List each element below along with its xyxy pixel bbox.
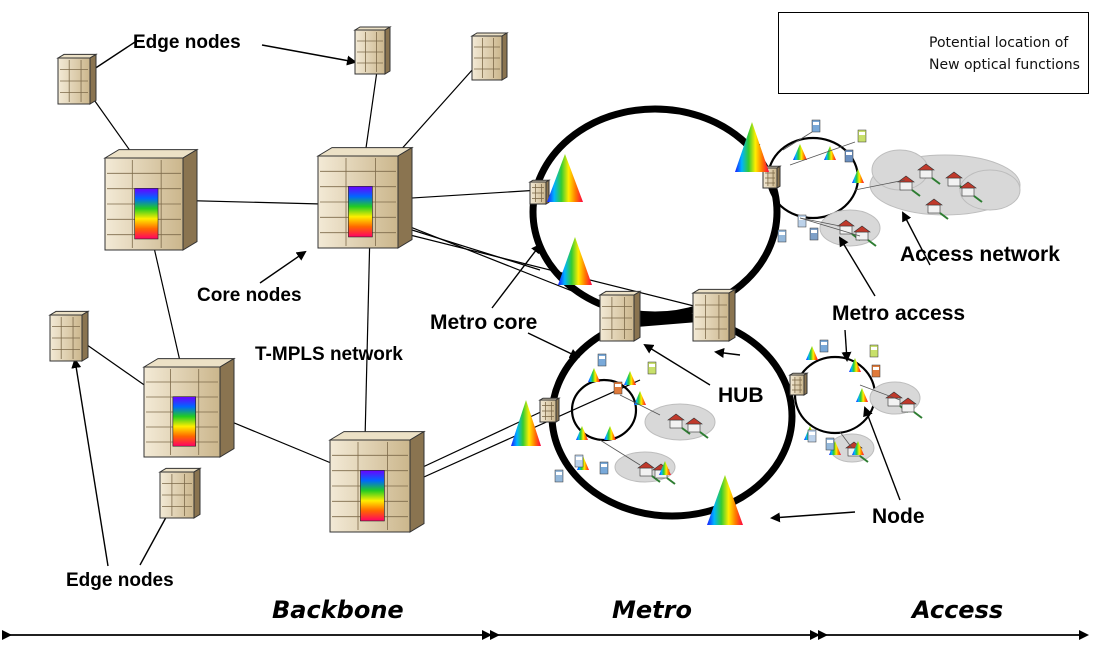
spectrum-bar-icon — [172, 396, 196, 447]
metro-hub-node — [598, 290, 642, 342]
optical-function-triangle-icon — [659, 461, 671, 475]
house-icon — [667, 413, 691, 435]
label-node: Node — [872, 505, 925, 528]
access-device-icon — [825, 437, 835, 451]
access-device-icon — [613, 381, 623, 395]
label-core-nodes: Core nodes — [197, 285, 302, 306]
access-device-icon — [819, 339, 829, 353]
edge-node — [56, 53, 98, 105]
optical-function-triangle-icon — [576, 426, 588, 440]
spectrum-bar-icon — [360, 470, 385, 522]
optical-function-triangle-icon — [735, 122, 769, 172]
optical-function-triangle-icon — [624, 371, 636, 385]
legend-line-2: New optical functions — [929, 57, 1080, 73]
label-tmpls-network: T-MPLS network — [255, 344, 403, 365]
label-access-network: Access network — [900, 243, 1060, 266]
access-device-icon — [797, 214, 807, 228]
optical-function-triangle-icon — [511, 400, 541, 446]
optical-function-triangle-icon — [793, 144, 807, 160]
access-device-icon — [647, 361, 657, 375]
optical-function-triangle-icon — [824, 146, 836, 160]
access-device-icon — [811, 119, 821, 133]
access-device-icon — [599, 461, 609, 475]
metro-hub-node — [691, 288, 737, 342]
optical-function-triangle-icon — [604, 426, 616, 440]
house-icon — [897, 175, 921, 197]
optical-function-triangle-icon — [829, 441, 841, 455]
house-icon — [637, 461, 661, 483]
access-device-icon — [597, 353, 607, 367]
optical-function-triangle-icon — [852, 169, 864, 183]
optical-function-triangle-icon — [707, 475, 743, 525]
optical-function-triangle-icon — [852, 441, 864, 455]
optical-function-triangle-icon — [849, 358, 861, 372]
devices — [48, 26, 809, 533]
access-device-icon — [807, 429, 817, 443]
edge-node — [158, 467, 202, 519]
houses — [637, 163, 983, 485]
access-device-icon — [871, 364, 881, 378]
house-icon — [853, 225, 877, 247]
optical-function-triangle-icon — [634, 391, 646, 405]
access-device-icon — [777, 229, 787, 243]
optical-function-triangle-icon — [588, 368, 600, 382]
optical-function-triangle-icon — [558, 237, 592, 285]
label-hub: HUB — [718, 384, 764, 407]
label-edge-nodes-bottom: Edge nodes — [66, 570, 174, 591]
house-icon — [959, 181, 983, 203]
label-edge-nodes-top: Edge nodes — [133, 32, 241, 53]
legend: Potential location of New optical functi… — [778, 12, 1089, 94]
label-arrows — [71, 41, 931, 567]
section-metro: Metro — [612, 596, 692, 624]
access-equipment — [554, 119, 906, 483]
edge-node — [48, 310, 90, 362]
core-node — [142, 357, 236, 458]
optical-function-triangle-icon — [806, 346, 818, 360]
metro-node — [788, 372, 809, 396]
house-icon — [917, 163, 941, 185]
section-backbone: Backbone — [272, 596, 404, 624]
house-icon — [899, 397, 923, 419]
access-device-icon — [554, 469, 564, 483]
metro-node — [761, 165, 782, 189]
optical-function-triangle-icon — [547, 154, 583, 202]
house-icon — [925, 198, 949, 220]
label-metro-access: Metro access — [832, 302, 966, 325]
access-device-icon — [857, 129, 867, 143]
access-device-icon — [809, 227, 819, 241]
core-node — [316, 146, 414, 249]
spectrum-bar-icon — [348, 186, 373, 238]
access-device-icon — [574, 454, 584, 468]
house-icon — [685, 417, 709, 439]
metro-node — [538, 397, 561, 423]
optical-function-triangle-icon — [856, 388, 868, 402]
edge-node — [353, 26, 392, 75]
metro-node — [528, 179, 551, 205]
label-metro-core: Metro core — [430, 311, 538, 334]
core-node — [328, 430, 426, 533]
spectrum-bar-icon — [134, 188, 159, 240]
section-access: Access — [912, 596, 1004, 624]
access-device-icon — [869, 344, 879, 358]
core-node — [103, 148, 199, 251]
access-device-icon — [844, 149, 854, 163]
legend-line-1: Potential location of — [929, 35, 1069, 51]
edge-node — [470, 32, 509, 81]
